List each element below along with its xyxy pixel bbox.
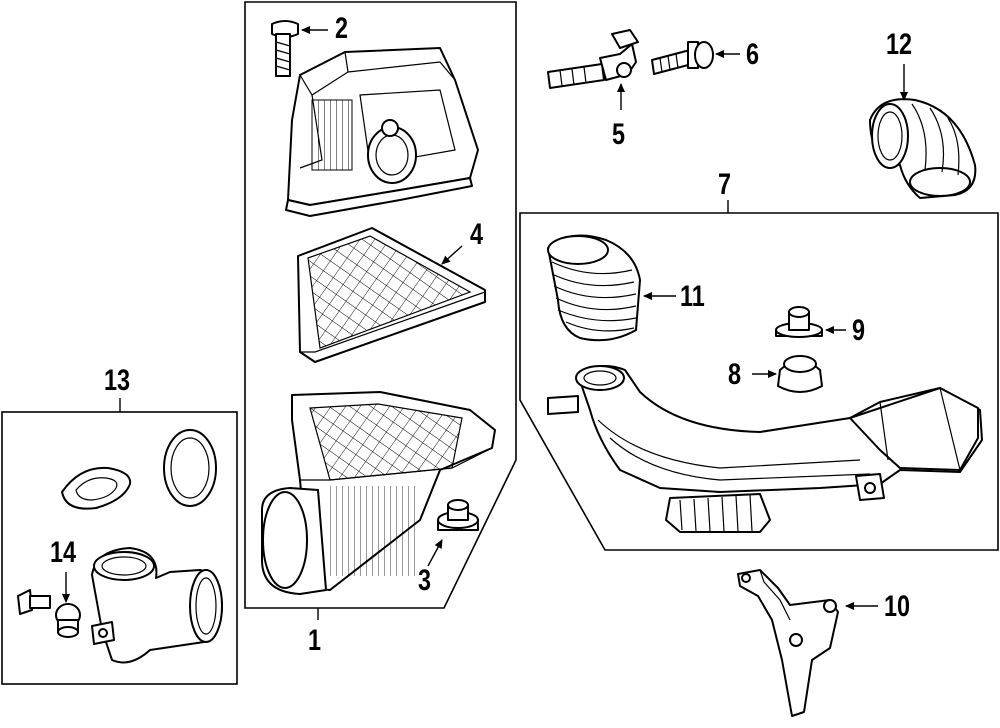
cap-part-9 xyxy=(775,306,823,338)
callout-3: 3 xyxy=(418,564,432,597)
sensor-part-5 xyxy=(547,29,639,89)
callout-9: 9 xyxy=(852,314,866,347)
callout-8: 8 xyxy=(728,358,742,391)
callout-1: 1 xyxy=(308,624,322,657)
bracket-part-10 xyxy=(737,569,839,717)
air-filter-part-4 xyxy=(297,227,486,363)
plug-part-8 xyxy=(777,355,823,393)
callout-10: 10 xyxy=(884,590,911,623)
callout-7: 7 xyxy=(718,168,732,201)
elbow-hose-part-12 xyxy=(869,98,977,199)
bolt-kit xyxy=(17,589,51,615)
bellows-hose-part-11 xyxy=(547,234,641,342)
group-box-air-cleaner xyxy=(244,1,517,609)
gasket-ring xyxy=(163,429,217,507)
callout-4: 4 xyxy=(470,218,484,251)
intake-duct-part-7 xyxy=(547,365,983,533)
bolt-part-2 xyxy=(271,20,299,77)
bolt-part-6 xyxy=(651,41,714,75)
group-box-intake-duct xyxy=(519,212,999,551)
grommet-part-3 xyxy=(437,499,479,531)
callout-2: 2 xyxy=(335,12,349,45)
callout-14: 14 xyxy=(50,536,77,569)
air-cleaner-lower-housing xyxy=(261,391,496,595)
callout-13: 13 xyxy=(104,364,131,397)
callout-5: 5 xyxy=(612,118,626,151)
gasket-oval xyxy=(61,466,132,510)
sensor-part-14 xyxy=(55,603,81,638)
callout-6: 6 xyxy=(746,38,760,71)
air-cleaner-upper-cover xyxy=(285,47,479,217)
throttle-elbow xyxy=(91,547,223,664)
callout-12: 12 xyxy=(886,28,913,61)
callout-11: 11 xyxy=(680,280,705,313)
